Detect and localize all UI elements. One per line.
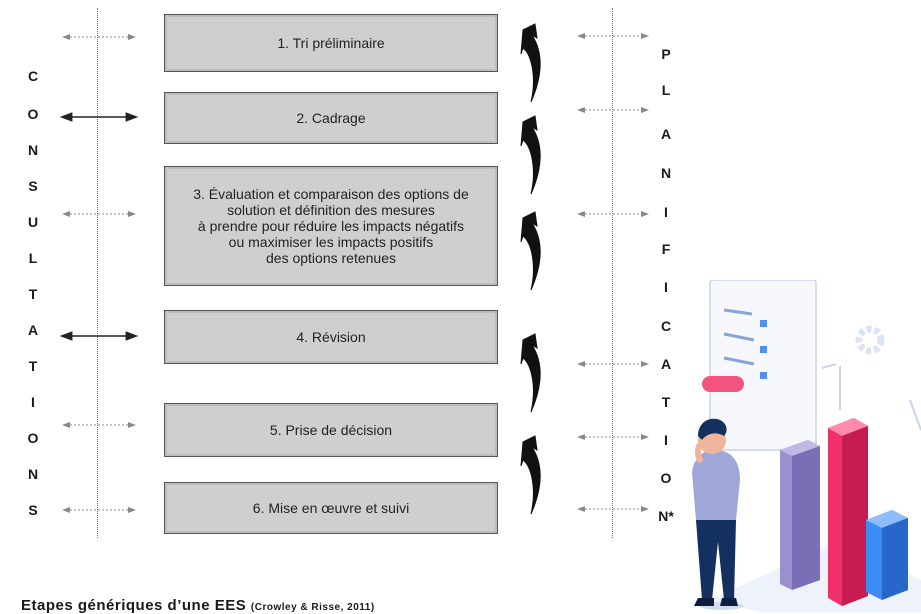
step-text: solution et définition des mesures [227,201,435,218]
bar-chart-illustration [780,399,921,606]
planification-letter: I [664,204,668,220]
step-text: 5. Prise de décision [269,421,393,438]
step-box: 6. Mise en œuvre et suivi [164,482,498,534]
consultations-letter: O [27,430,39,446]
consultations-divider [97,8,98,538]
consultations-letter: S [28,502,38,518]
step-box: 1. Tri préliminaire [164,14,498,72]
planification-letter: C [660,318,672,334]
planification-letter: I [664,279,668,295]
step-text: des options retenues [266,250,396,267]
step-text: 6. Mise en œuvre et suivi [252,499,410,516]
curl-arrow-icon [520,23,541,103]
step-box: 2. Cadrage [164,92,498,144]
planification-letter: A [660,126,672,142]
step-box: 4. Révision [164,310,498,364]
step-text: 2. Cadrage [296,109,366,126]
figure-caption: Etapes génériques d’une EES (Crowley & R… [21,597,375,614]
curl-arrow-icon [520,333,541,413]
planification-letter: I [664,432,668,448]
curl-arrow-icon [520,211,541,291]
left-arrows [60,34,139,513]
right-arrows [577,33,649,512]
step-text: 3. Évaluation et comparaison des options… [193,185,469,202]
caption-source: (Crowley & Risse, 2011) [250,602,375,613]
feedback-arrows [520,23,541,515]
consultations-letter: A [27,322,39,338]
planification-letter: P [661,46,671,62]
curl-arrow-icon [520,115,541,195]
planification-letter: F [661,241,671,257]
planification-letter: N [660,165,672,181]
gear-icon [855,325,885,355]
planification-letter: N* [658,508,674,524]
planification-divider [612,8,613,538]
consultations-letter: C [27,68,39,84]
consultations-letter: S [28,178,38,194]
consultations-letter: T [28,286,38,302]
consultations-letter: I [31,394,35,410]
caption-title: Etapes génériques d’une EES [21,597,247,614]
analytics-illustration [692,280,921,612]
consultations-letter: U [27,214,39,230]
consultations-letter: T [28,358,38,374]
step-box: 3. Évaluation et comparaison des options… [164,166,498,286]
planification-letter: T [661,394,671,410]
step-text: 4. Révision [296,328,366,345]
step-text: ou maximiser les impacts positifs [228,234,434,251]
planification-letter: O [660,470,672,486]
step-text: à prendre pour réduire les impacts négat… [197,217,465,234]
consultations-letter: O [27,106,39,122]
step-text: 1. Tri préliminaire [277,34,385,51]
consultations-letter: L [28,250,38,266]
consultations-letter: N [27,142,39,158]
document-icon [702,280,817,451]
curl-arrow-icon [520,435,541,515]
planification-letter: A [660,356,672,372]
person-illustration [692,418,744,610]
planification-letter: L [661,82,671,98]
step-box: 5. Prise de décision [164,403,498,457]
consultations-letter: N [27,466,39,482]
